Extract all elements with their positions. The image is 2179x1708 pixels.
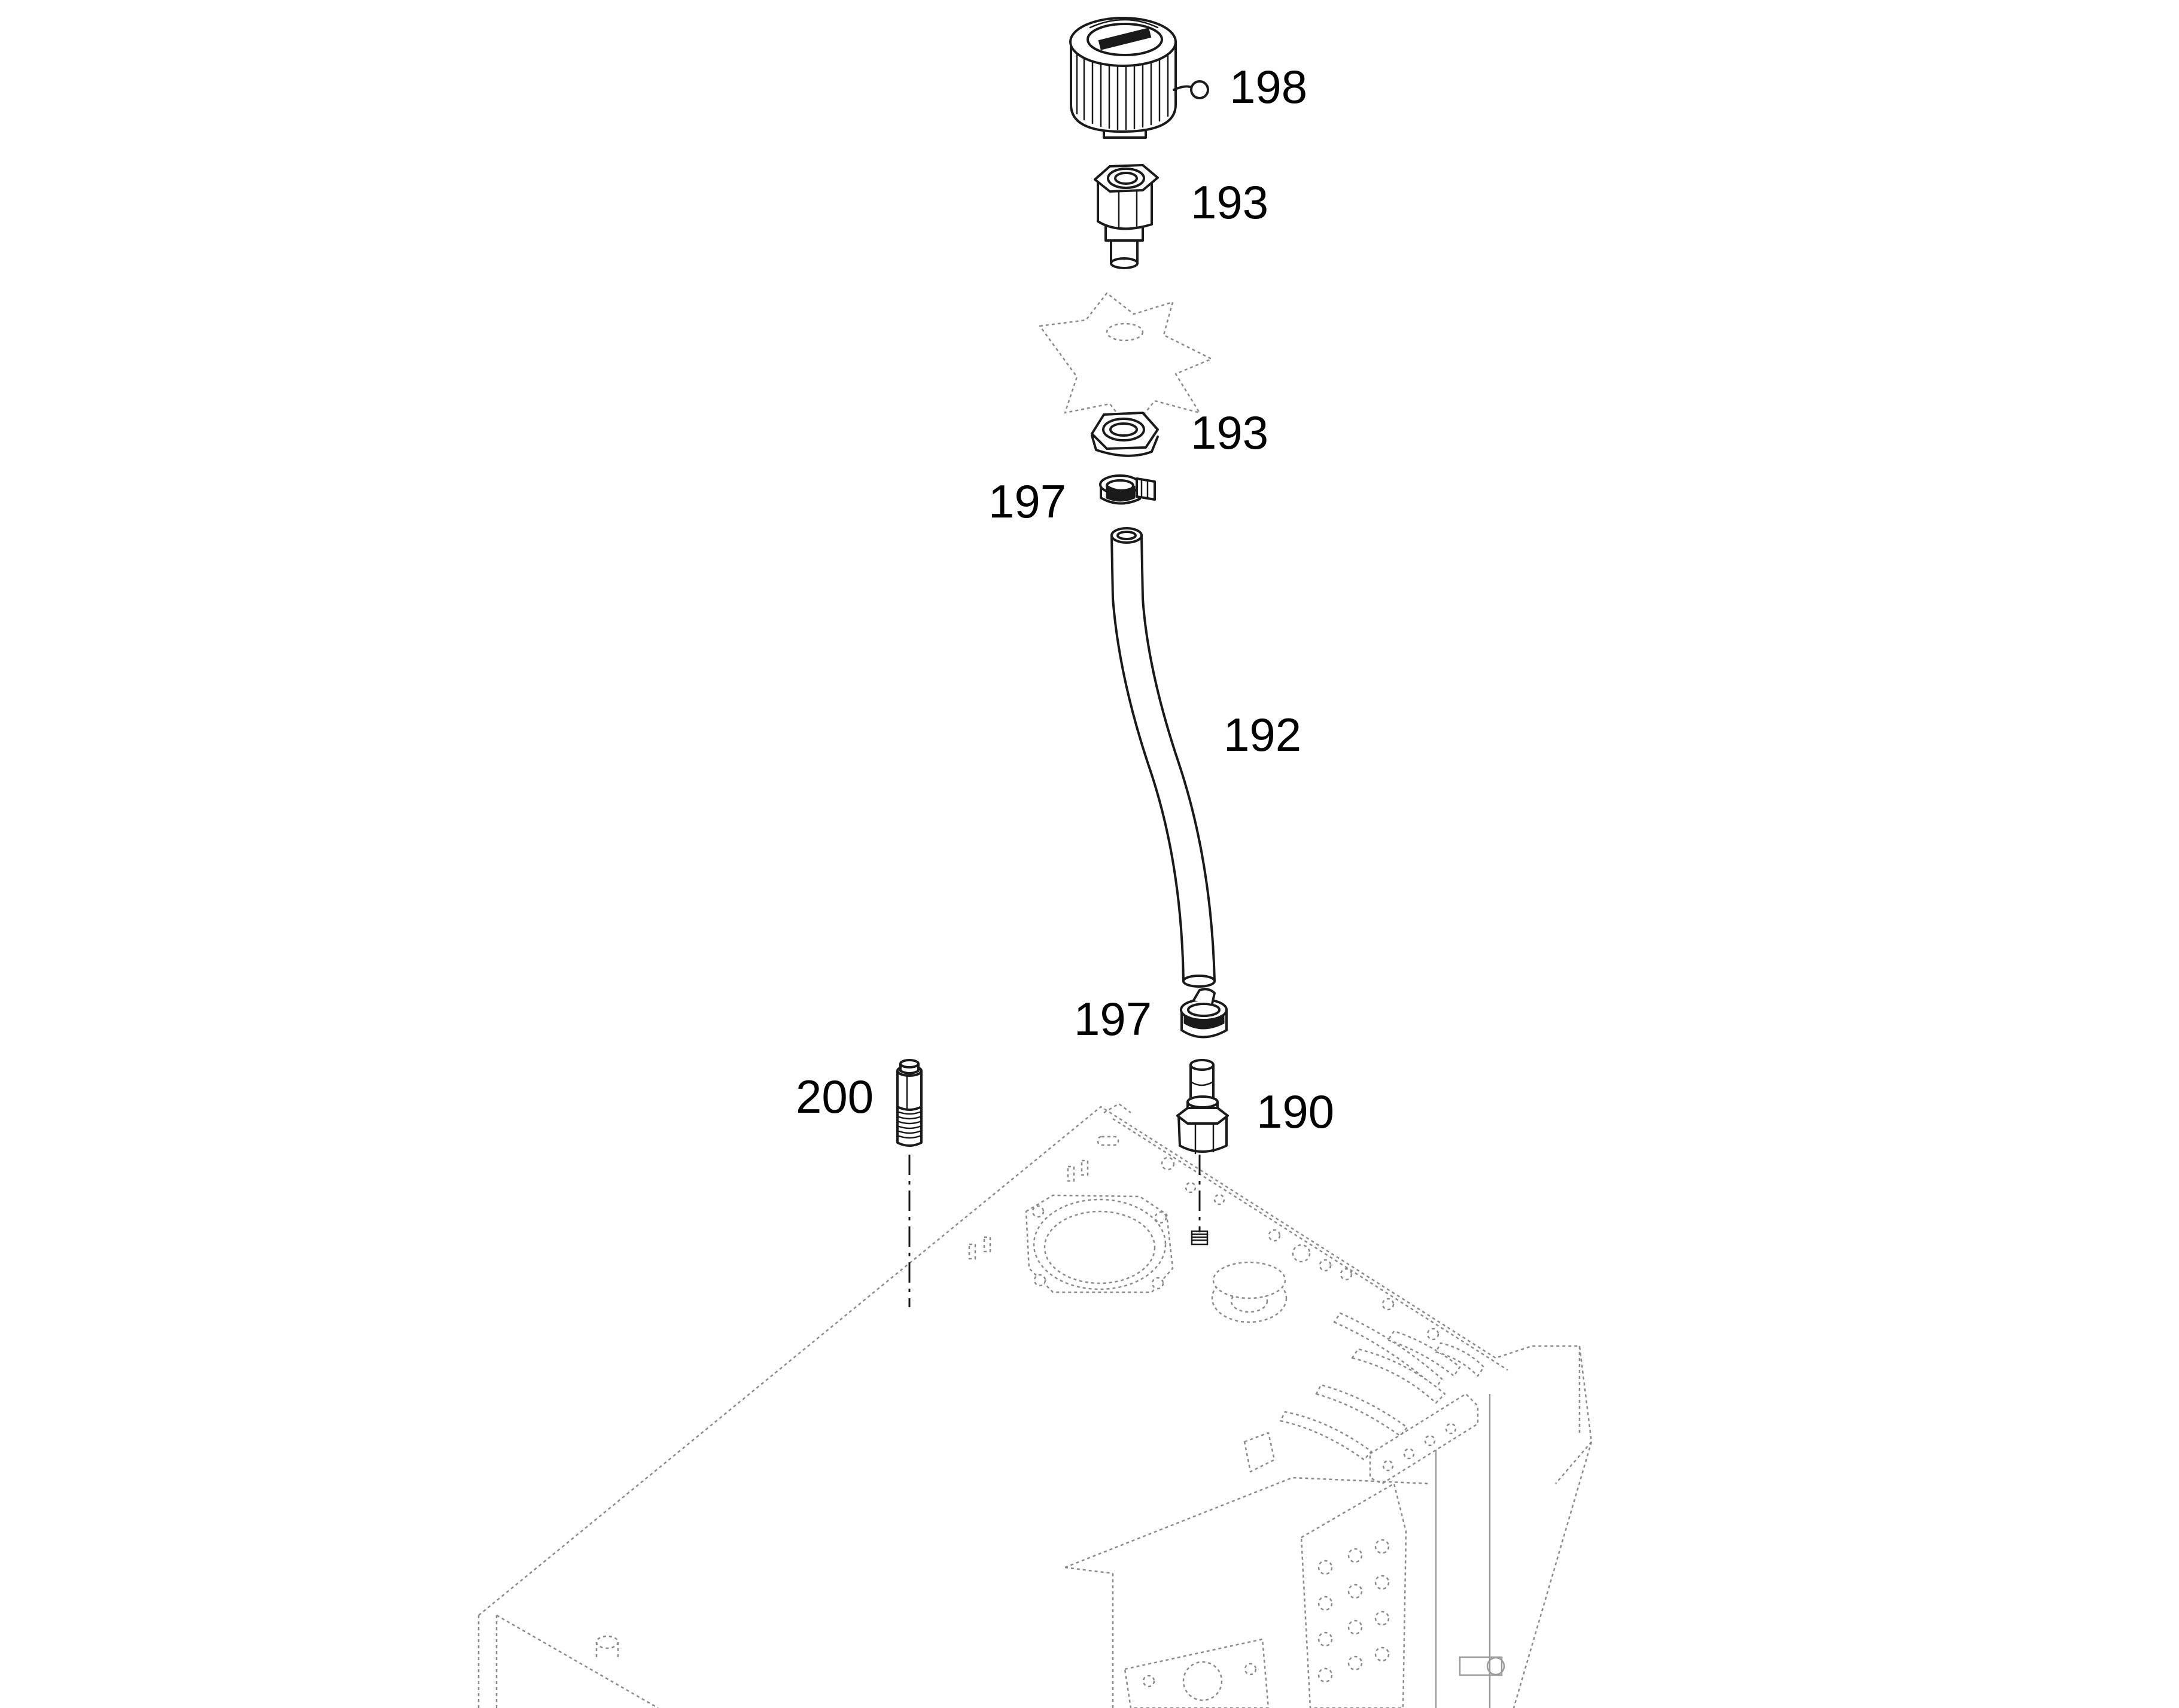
plug-200	[896, 1059, 923, 1147]
perforated-plate-holes	[1317, 1539, 1390, 1683]
tank-assembly-ghost	[477, 1103, 1593, 1708]
star-gasket	[1039, 292, 1213, 432]
vent-cap-198	[1069, 17, 1209, 139]
nut-193	[1091, 412, 1159, 457]
hose-clamp-197-upper	[1099, 474, 1156, 505]
centerlines	[908, 1155, 1201, 1307]
callout-200: 200	[796, 1070, 874, 1123]
callout-197-lower: 197	[1074, 992, 1152, 1045]
fitting-193	[1094, 164, 1159, 269]
callout-192: 192	[1224, 708, 1301, 761]
callout-193-upper: 193	[1191, 176, 1268, 229]
callout-197-upper: 197	[988, 475, 1066, 528]
union-fitting-190	[1176, 1059, 1229, 1246]
hose-clamp-197-lower	[1180, 988, 1228, 1039]
cap-knurling	[1076, 50, 1169, 130]
callout-193-lower: 193	[1191, 406, 1268, 459]
callout-190: 190	[1256, 1085, 1334, 1138]
hose-192	[1110, 527, 1216, 988]
callout-198: 198	[1230, 60, 1307, 113]
